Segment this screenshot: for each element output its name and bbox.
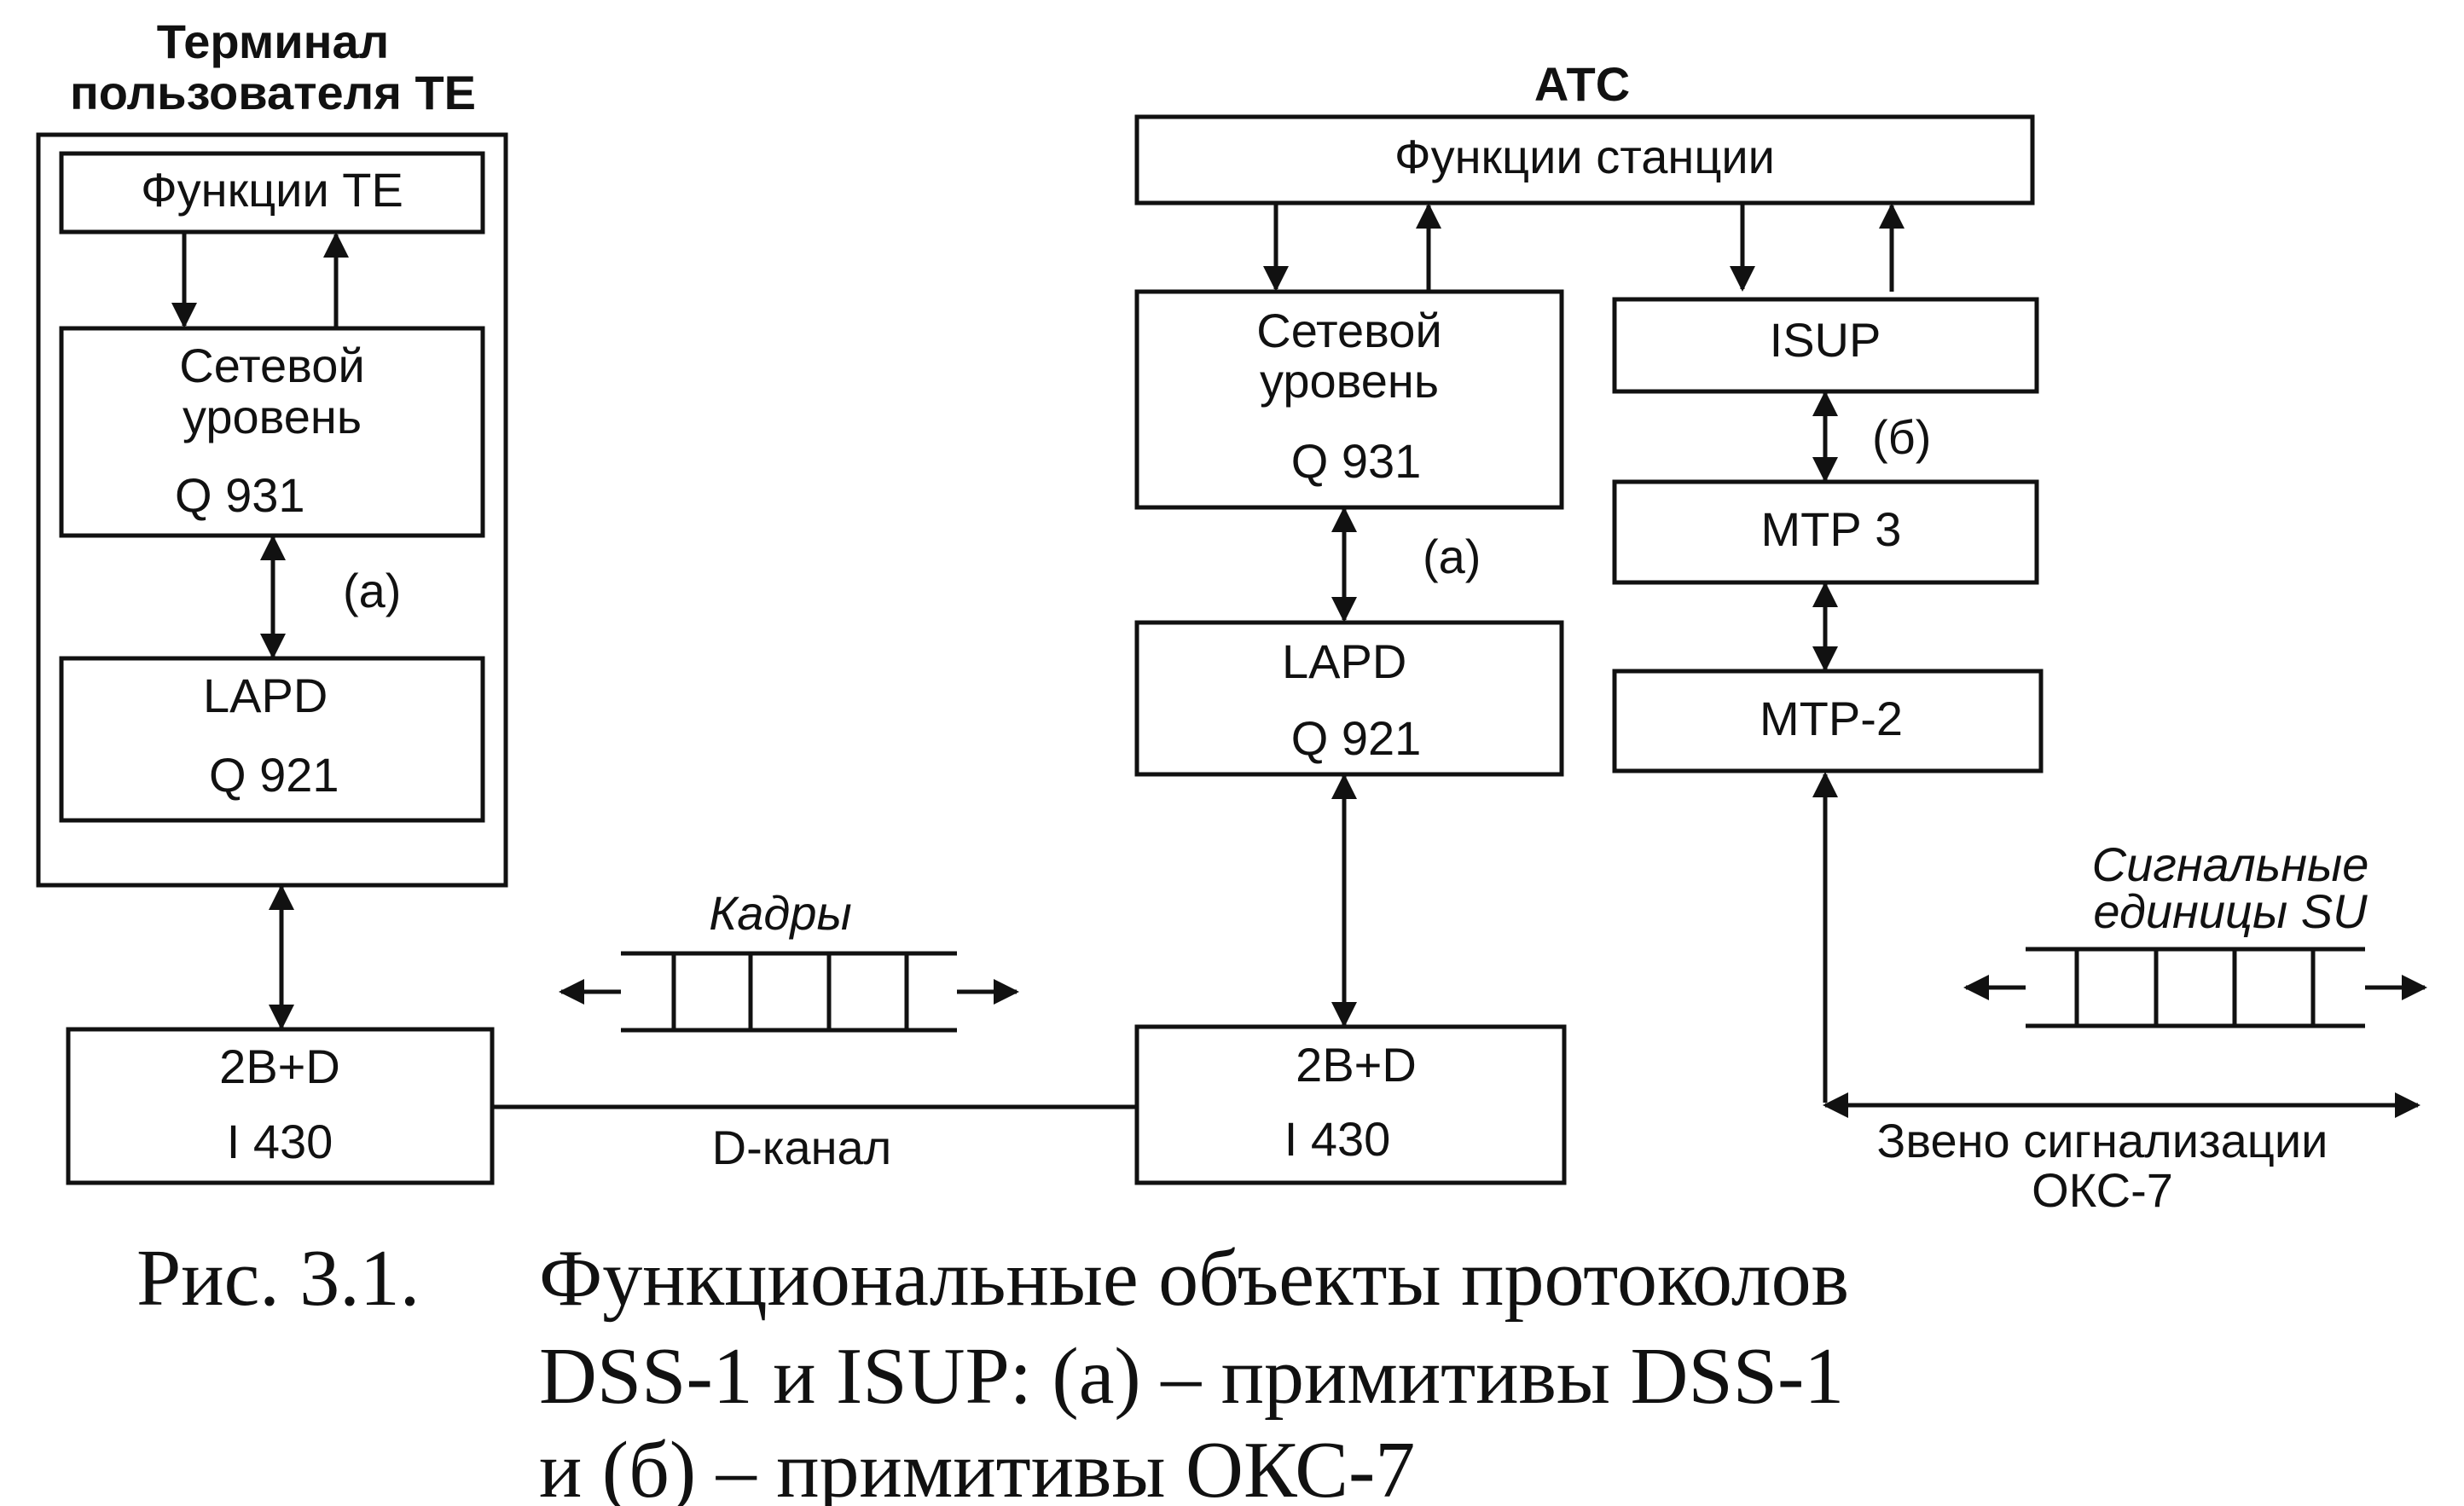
te-lapd-box bbox=[59, 656, 485, 823]
caption-line2: DSS-1 и ISUP: (а) – примитивы DSS-1 bbox=[539, 1332, 1844, 1421]
caption-number: Рис. 3.1. bbox=[136, 1234, 420, 1323]
atc-network-layer-box bbox=[1134, 289, 1564, 510]
signal-units-line2: единицы SU bbox=[2093, 884, 2368, 938]
atc-lapd-protocol: Q 921 bbox=[1291, 711, 1422, 765]
atc-network-layer-line1: Сетевой bbox=[1256, 304, 1441, 357]
te-network-layer-line2: уровень bbox=[183, 390, 362, 443]
te-primitive-label: (а) bbox=[343, 564, 401, 617]
station-functions-label: Функции станции bbox=[1394, 130, 1775, 183]
atc-lapd-name: LAPD bbox=[1282, 634, 1406, 688]
isup-label: ISUP bbox=[1770, 313, 1881, 367]
caption-line3: и (б) – примитивы ОКС-7 bbox=[539, 1426, 1415, 1506]
atc-network-layer-protocol: Q 931 bbox=[1291, 434, 1422, 488]
station-functions-box bbox=[1134, 114, 2035, 206]
caption-line1: Функциональные объекты протоколов bbox=[539, 1234, 1849, 1323]
signaling-link-line1: Звено сигнализации bbox=[1877, 1114, 2328, 1167]
signal-units-line1: Сигнальные bbox=[2092, 837, 2369, 891]
exchange-title: АТС bbox=[1534, 57, 1630, 111]
te-lapd-protocol: Q 921 bbox=[209, 748, 339, 802]
frames-queue bbox=[559, 951, 1019, 1033]
d-channel-label: D-канал bbox=[712, 1121, 892, 1174]
atc-primitive-a-label: (а) bbox=[1423, 530, 1481, 583]
signal-units-queue bbox=[1963, 947, 2427, 1028]
te-network-layer-protocol: Q 931 bbox=[175, 468, 305, 522]
terminal-title-line2: пользователя ТЕ bbox=[70, 66, 476, 119]
te-network-layer-box bbox=[59, 326, 485, 538]
primitive-b-label: (б) bbox=[1872, 410, 1931, 464]
te-phys-name: 2B+D bbox=[219, 1040, 340, 1093]
atc-lapd-box bbox=[1134, 620, 1564, 777]
te-lapd-name: LAPD bbox=[203, 669, 328, 722]
atc-network-layer-line2: уровень bbox=[1260, 354, 1439, 408]
te-functions-box bbox=[59, 151, 485, 235]
signaling-link-line2: ОКС-7 bbox=[2032, 1163, 2173, 1217]
atc-phys-name: 2B+D bbox=[1296, 1038, 1417, 1092]
te-phys-protocol: I 430 bbox=[227, 1115, 333, 1168]
frames-label: Кадры bbox=[709, 886, 851, 940]
isup-box bbox=[1612, 297, 2039, 394]
mtp3-label: МТР 3 bbox=[1761, 502, 1902, 556]
mtp2-box bbox=[1612, 669, 2044, 773]
te-functions-label: Функции ТЕ bbox=[141, 163, 403, 217]
mtp2-label: МТР-2 bbox=[1760, 692, 1903, 745]
mtp3-box bbox=[1612, 479, 2039, 585]
atc-phys-protocol: I 430 bbox=[1284, 1112, 1391, 1166]
atc-phys-box bbox=[1134, 1024, 1567, 1185]
terminal-title-line1: Терминал bbox=[157, 14, 389, 68]
te-network-layer-line1: Сетевой bbox=[179, 339, 364, 392]
